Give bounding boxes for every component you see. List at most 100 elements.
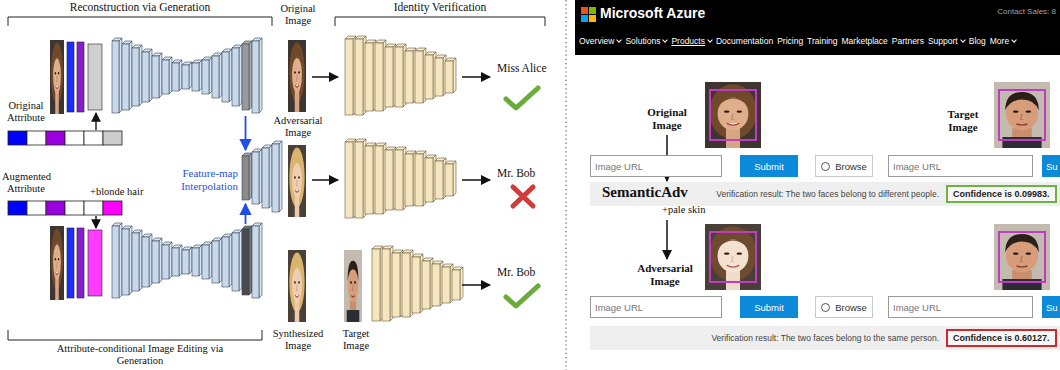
layer-side xyxy=(199,60,202,91)
nav-entry: Pricing xyxy=(777,36,803,46)
layer-front xyxy=(445,164,453,196)
layer-side xyxy=(179,245,182,276)
nav-chevron xyxy=(1011,37,1017,43)
field-text: Browse xyxy=(835,161,867,172)
drawing-part xyxy=(103,131,122,145)
logo-square xyxy=(589,15,596,22)
layer-side xyxy=(453,161,456,196)
layer-side xyxy=(129,41,132,110)
drawing-part xyxy=(344,250,362,322)
drawing-part xyxy=(999,232,1045,282)
layer-side xyxy=(119,38,122,113)
face-images xyxy=(288,40,1050,322)
image-caption: Synthesized Image xyxy=(266,328,330,352)
result-text: Verification result: The two faces belon… xyxy=(716,189,939,199)
drawing-part xyxy=(312,76,338,78)
submit-button: Submit xyxy=(740,296,798,318)
layer-front xyxy=(242,44,249,110)
field-text: Submit xyxy=(754,161,784,172)
drawing-part xyxy=(462,179,490,181)
nav-item: Support xyxy=(928,36,958,46)
url-input: Image URL xyxy=(888,155,1033,177)
layer-front xyxy=(402,253,410,317)
drawing-part xyxy=(666,220,668,259)
submit-button: Su xyxy=(1042,155,1060,177)
layer-front xyxy=(445,61,453,93)
drawing-part xyxy=(46,201,65,215)
brand-name: Microsoft Azure xyxy=(600,5,705,21)
layer-front xyxy=(142,237,149,287)
layer-front xyxy=(112,41,119,113)
layer-front xyxy=(435,161,443,199)
layer-front xyxy=(242,156,249,200)
layer-side xyxy=(259,38,262,113)
field-text: Image URL xyxy=(893,161,941,172)
drawing-part xyxy=(50,226,64,300)
layer-side xyxy=(259,149,262,204)
confidence-box: Confidence is 0.60127. xyxy=(946,329,1057,347)
drawing-part xyxy=(994,82,1050,148)
layer-front xyxy=(405,154,413,206)
layer-side xyxy=(139,230,142,291)
layer-front xyxy=(172,63,179,91)
layer-side xyxy=(460,267,463,300)
image-caption: Target Image xyxy=(935,108,991,133)
layer-front xyxy=(132,48,139,106)
layer-side xyxy=(249,41,252,110)
result-text: Verification result: The two faces belon… xyxy=(711,333,939,343)
header-bar: Microsoft AzureContact Sales: 8OverviewS… xyxy=(575,0,1060,55)
layer-side xyxy=(159,53,162,98)
drawing-part xyxy=(27,201,46,215)
layer-side xyxy=(169,57,172,94)
layer-front xyxy=(345,39,353,115)
layer-front xyxy=(435,58,443,96)
layer-side xyxy=(189,62,192,89)
nav-item: Overview xyxy=(579,36,614,46)
field-text: Image URL xyxy=(893,302,941,313)
layer-front xyxy=(405,51,413,103)
layer-side xyxy=(159,238,162,283)
drawing-part xyxy=(245,116,247,150)
drawing-part xyxy=(103,201,122,215)
drawing-part xyxy=(506,88,538,108)
drawing-part xyxy=(710,232,756,282)
confidence-text: Confidence is 0.60127. xyxy=(953,333,1050,343)
layer-front xyxy=(232,233,239,291)
layer-front xyxy=(365,43,373,111)
drawing-part xyxy=(513,187,533,206)
nav-entry: Documentation xyxy=(716,36,773,46)
attribute-caption: Augmented Attribute xyxy=(2,171,50,195)
nav-chevron xyxy=(960,37,966,43)
layer-front xyxy=(365,146,373,214)
nav-item: Marketplace xyxy=(842,36,888,46)
cloud-icon xyxy=(821,303,830,312)
image-caption: Adversarial Image xyxy=(630,262,700,287)
drawing-part xyxy=(84,131,103,145)
field-text: Submit xyxy=(754,302,784,313)
field-text: Su xyxy=(1046,161,1058,172)
layer-front xyxy=(162,60,169,94)
layer-side xyxy=(149,234,152,287)
nav-item: Documentation xyxy=(716,36,773,46)
layer-front xyxy=(345,142,353,218)
drawing-part xyxy=(462,76,490,78)
drawing-part xyxy=(88,44,102,110)
drawing-part xyxy=(46,131,65,145)
drawing-part xyxy=(67,228,74,298)
layer-front xyxy=(415,154,423,206)
layer-side xyxy=(239,230,242,291)
edit-caption: +blonde hair xyxy=(90,186,143,198)
layer-side xyxy=(269,145,272,208)
drawing-part xyxy=(67,42,74,112)
networks xyxy=(112,36,463,321)
layer-front xyxy=(395,150,403,210)
layer-front xyxy=(212,241,219,283)
layer-side xyxy=(453,58,456,93)
layer-front xyxy=(172,248,179,276)
layer-front xyxy=(385,150,393,210)
separator xyxy=(565,0,566,370)
layer-side xyxy=(149,49,152,102)
drawing-part xyxy=(77,228,84,298)
layer-side xyxy=(189,247,192,274)
